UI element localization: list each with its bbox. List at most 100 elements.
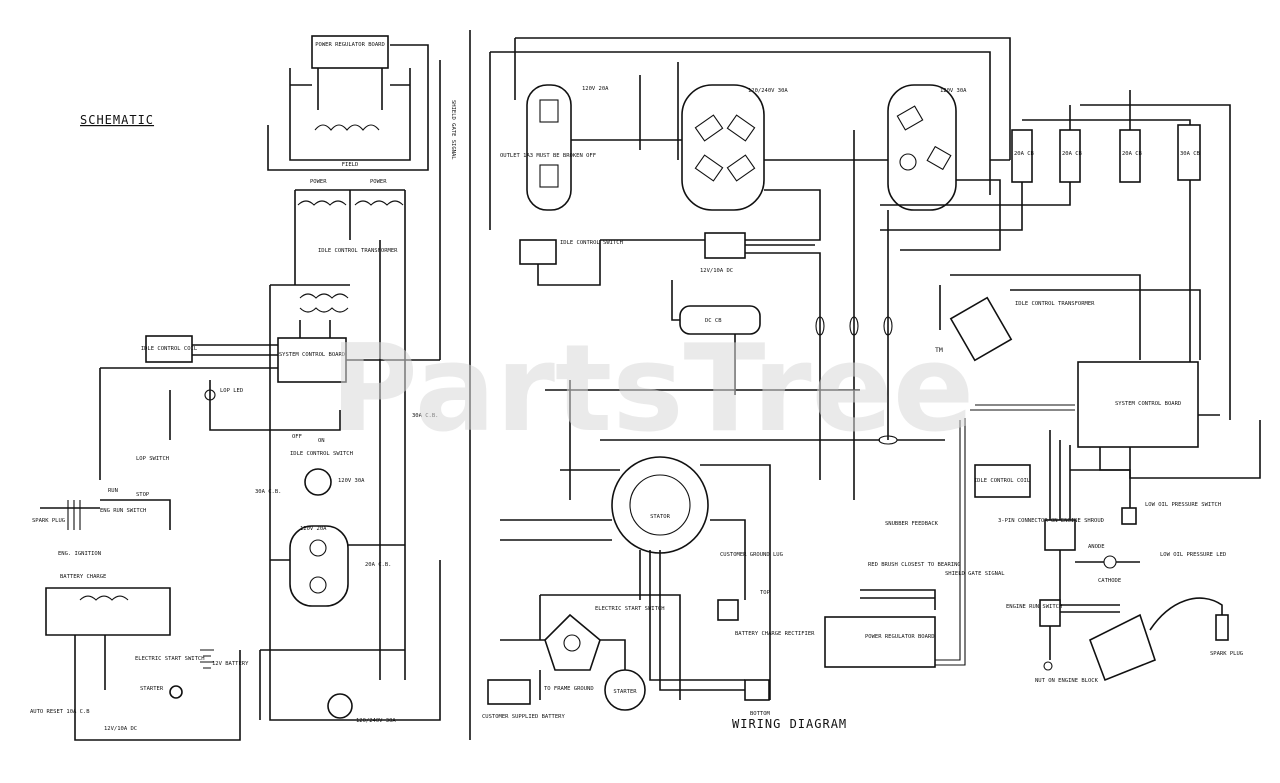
svg-text:3-PIN CONNECTOR ON ENGINE SHRO: 3-PIN CONNECTOR ON ENGINE SHROUD — [998, 518, 1104, 524]
schematic-dc-label: 12V/10A DC — [104, 726, 137, 732]
svg-text:20A CB: 20A CB — [1062, 151, 1083, 157]
wiring-120-240v-outlet: 120/240V 30A — [681, 84, 788, 211]
starter-label: STARTER — [140, 686, 164, 692]
svg-text:TOP: TOP — [760, 590, 771, 596]
schematic-shield-gate-label: SHIELD GATE SIGNAL — [450, 100, 456, 160]
schematic-idle-switch-off: OFF — [292, 434, 302, 440]
watermark: PartsTree — [330, 320, 974, 459]
wiring-system-control-board: SYSTEM CONTROL BOARD — [1077, 361, 1199, 448]
cb-20a-2: 20A CB — [1059, 129, 1083, 183]
svg-text:DC CB: DC CB — [705, 318, 722, 324]
wiring-starter-motor: STARTER — [604, 669, 646, 711]
svg-text:IDLE CONTROL COIL: IDLE CONTROL COIL — [974, 478, 1031, 484]
wiring-electric-start-switch: ELECTRIC START SWITCH — [544, 606, 665, 671]
svg-text:ENGINE RUN SWITCH: ENGINE RUN SWITCH — [1006, 604, 1062, 610]
to-frame-ground-label: TO FRAME GROUND — [544, 686, 594, 692]
cb-20a-3: 20A CB — [1119, 129, 1143, 183]
schematic-idle-control-coil: IDLE CONTROL COIL — [141, 335, 198, 363]
battery-label: 12V BATTERY — [212, 661, 249, 667]
lop-switch-label: LOP SWITCH — [136, 456, 169, 462]
schematic-idle-switch-on: ON — [318, 438, 325, 444]
svg-text:LOW OIL PRESSURE LED: LOW OIL PRESSURE LED — [1160, 552, 1226, 558]
cb-20a-1: 20A CB — [1011, 129, 1035, 183]
schematic-120-240v-outlet — [327, 693, 353, 719]
wiring-snubber-feedback-label: SNUBBER FEEDBACK — [885, 521, 939, 527]
schematic-title: SCHEMATIC — [80, 113, 154, 127]
wiring-stator: STATOR — [611, 456, 709, 554]
wiring-rectifier-bottom: BOTTOM — [744, 679, 771, 717]
cb-30a: 30A CB — [1177, 124, 1201, 181]
wiring-spark-plug — [1215, 614, 1229, 641]
wiring-diagram-title: WIRING DIAGRAM — [732, 717, 847, 731]
svg-text:120V 20A: 120V 20A — [300, 526, 327, 532]
schematic-120-240v-label: 120/240V 30A — [356, 718, 396, 724]
svg-text:BATTERY CHARGE RECTIFIER: BATTERY CHARGE RECTIFIER — [735, 631, 815, 637]
svg-text:IDLE CONTROL TRANSFORMER: IDLE CONTROL TRANSFORMER — [1015, 301, 1095, 307]
svg-text:IDLE CONTROL SWITCH: IDLE CONTROL SWITCH — [560, 240, 623, 246]
stop-label: STOP — [136, 492, 150, 498]
schematic-120v-30a-outlet — [304, 468, 332, 496]
svg-text:30A CB: 30A CB — [1180, 151, 1201, 157]
wiring-120v-30a-outlet: 120V 30A — [887, 84, 967, 211]
battery-charge-label: BATTERY CHARGE — [60, 574, 106, 580]
wiring-shield-gate-label: SHIELD GATE SIGNAL — [945, 571, 1005, 577]
trademark-mark: TM — [935, 346, 943, 354]
outlet-note: OUTLET 1A3 MUST BE BROKEN OFF — [500, 153, 596, 159]
wiring-dc-outlet: 12V/10A DC — [700, 232, 746, 274]
svg-text:IDLE CONTROL COIL: IDLE CONTROL COIL — [141, 346, 198, 352]
customer-ground-lug-label: CUSTOMER GROUND LUG — [720, 552, 783, 558]
eng-ignition-label: ENG. IGNITION — [58, 551, 101, 557]
svg-text:CUSTOMER SUPPLIED BATTERY: CUSTOMER SUPPLIED BATTERY — [482, 714, 565, 720]
svg-text:BOTTOM: BOTTOM — [750, 711, 771, 717]
wiring-idle-control-coil: IDLE CONTROL COIL — [974, 464, 1031, 498]
engine-block-nut — [1043, 661, 1053, 671]
field-label: FIELD — [342, 162, 359, 168]
brush-note: RED BRUSH CLOSEST TO BEARING — [868, 562, 961, 568]
svg-text:SYSTEM CONTROL BOARD: SYSTEM CONTROL BOARD — [1115, 401, 1181, 407]
schematic-120v-30a-label: 120V 30A — [338, 478, 365, 484]
electric-start-switch-label: ELECTRIC START SWITCH — [135, 656, 205, 662]
svg-text:120V 30A: 120V 30A — [940, 88, 967, 94]
power-regulator-board: POWER REGULATOR BOARD — [311, 35, 389, 69]
svg-text:SYSTEM CONTROL BOARD: SYSTEM CONTROL BOARD — [279, 352, 345, 358]
svg-text:20A CB: 20A CB — [1014, 151, 1035, 157]
wiring-low-oil-led: ANODE CATHODE LOW OIL PRESSURE LED — [1088, 544, 1226, 584]
run-label: RUN — [108, 488, 118, 494]
wiring-spark-plug-lead — [1149, 597, 1223, 635]
schematic-30a-cb-label-2: 30A C.B. — [412, 413, 439, 419]
power-left-label: POWER — [310, 179, 327, 185]
wiring-spark-plug-label: SPARK PLUG — [1210, 651, 1243, 657]
power-right-label: POWER — [370, 179, 387, 185]
idle-transformer-label: IDLE CONTROL TRANSFORMER — [318, 248, 398, 254]
svg-text:POWER REGULATOR BOARD: POWER REGULATOR BOARD — [865, 634, 935, 640]
svg-text:POWER REGULATOR BOARD: POWER REGULATOR BOARD — [315, 42, 385, 48]
schematic-starter-motor — [169, 685, 183, 699]
wiring-low-oil-pressure-switch: LOW OIL PRESSURE SWITCH — [1121, 502, 1221, 525]
schematic-120v-20a-outlet: 120V 20A — [289, 525, 349, 607]
svg-text:120V 20A: 120V 20A — [582, 86, 609, 92]
svg-text:STATOR: STATOR — [650, 514, 671, 520]
spark-plug-label: SPARK PLUG — [32, 518, 65, 524]
svg-text:STARTER: STARTER — [613, 689, 637, 695]
schematic-20a-cb-label: 20A C.B. — [365, 562, 392, 568]
svg-text:LOW OIL PRESSURE SWITCH: LOW OIL PRESSURE SWITCH — [1145, 502, 1221, 508]
schematic-idle-switch-label: IDLE CONTROL SWITCH — [290, 451, 353, 457]
ign-run-switch-label: ENG RUN SWITCH — [100, 508, 146, 514]
svg-text:ELECTRIC START SWITCH: ELECTRIC START SWITCH — [595, 606, 665, 612]
svg-text:20A CB: 20A CB — [1122, 151, 1143, 157]
wiring-ignition-coil — [1088, 613, 1156, 682]
wiring-120v-20a-outlet: 120V 20A — [526, 84, 609, 211]
wiring-idle-control-switch: IDLE CONTROL SWITCH — [519, 239, 623, 265]
auto-reset-label: AUTO RESET 10A C.B — [30, 709, 90, 715]
wiring-idle-control-transformer: IDLE CONTROL TRANSFORMER — [949, 296, 1095, 362]
schematic-30a-cb-label: 30A C.B. — [255, 489, 282, 495]
wiring-power-regulator-board: POWER REGULATOR BOARD — [824, 616, 936, 668]
svg-text:120/240V 30A: 120/240V 30A — [748, 88, 788, 94]
svg-text:CATHODE: CATHODE — [1098, 578, 1121, 584]
wiring-battery-charge-rectifier: TOP BATTERY CHARGE RECTIFIER — [717, 590, 815, 637]
shielded-cable — [855, 404, 1075, 666]
svg-text:ANODE: ANODE — [1088, 544, 1105, 550]
nut-on-engine-block-label: NUT ON ENGINE BLOCK — [1035, 678, 1099, 684]
